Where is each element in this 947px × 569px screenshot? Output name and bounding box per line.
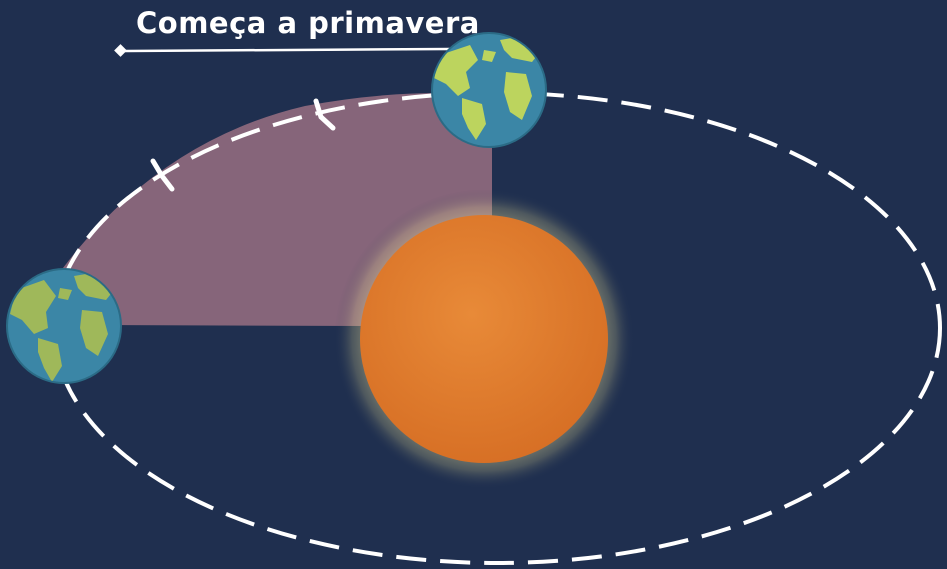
earth-icon	[6, 268, 122, 384]
earth-icon	[431, 32, 547, 148]
caption-pointer	[114, 44, 451, 57]
sun-icon	[360, 215, 608, 463]
season-caption: Começa a primavera	[136, 6, 480, 40]
orbit-direction-marker	[150, 98, 336, 192]
